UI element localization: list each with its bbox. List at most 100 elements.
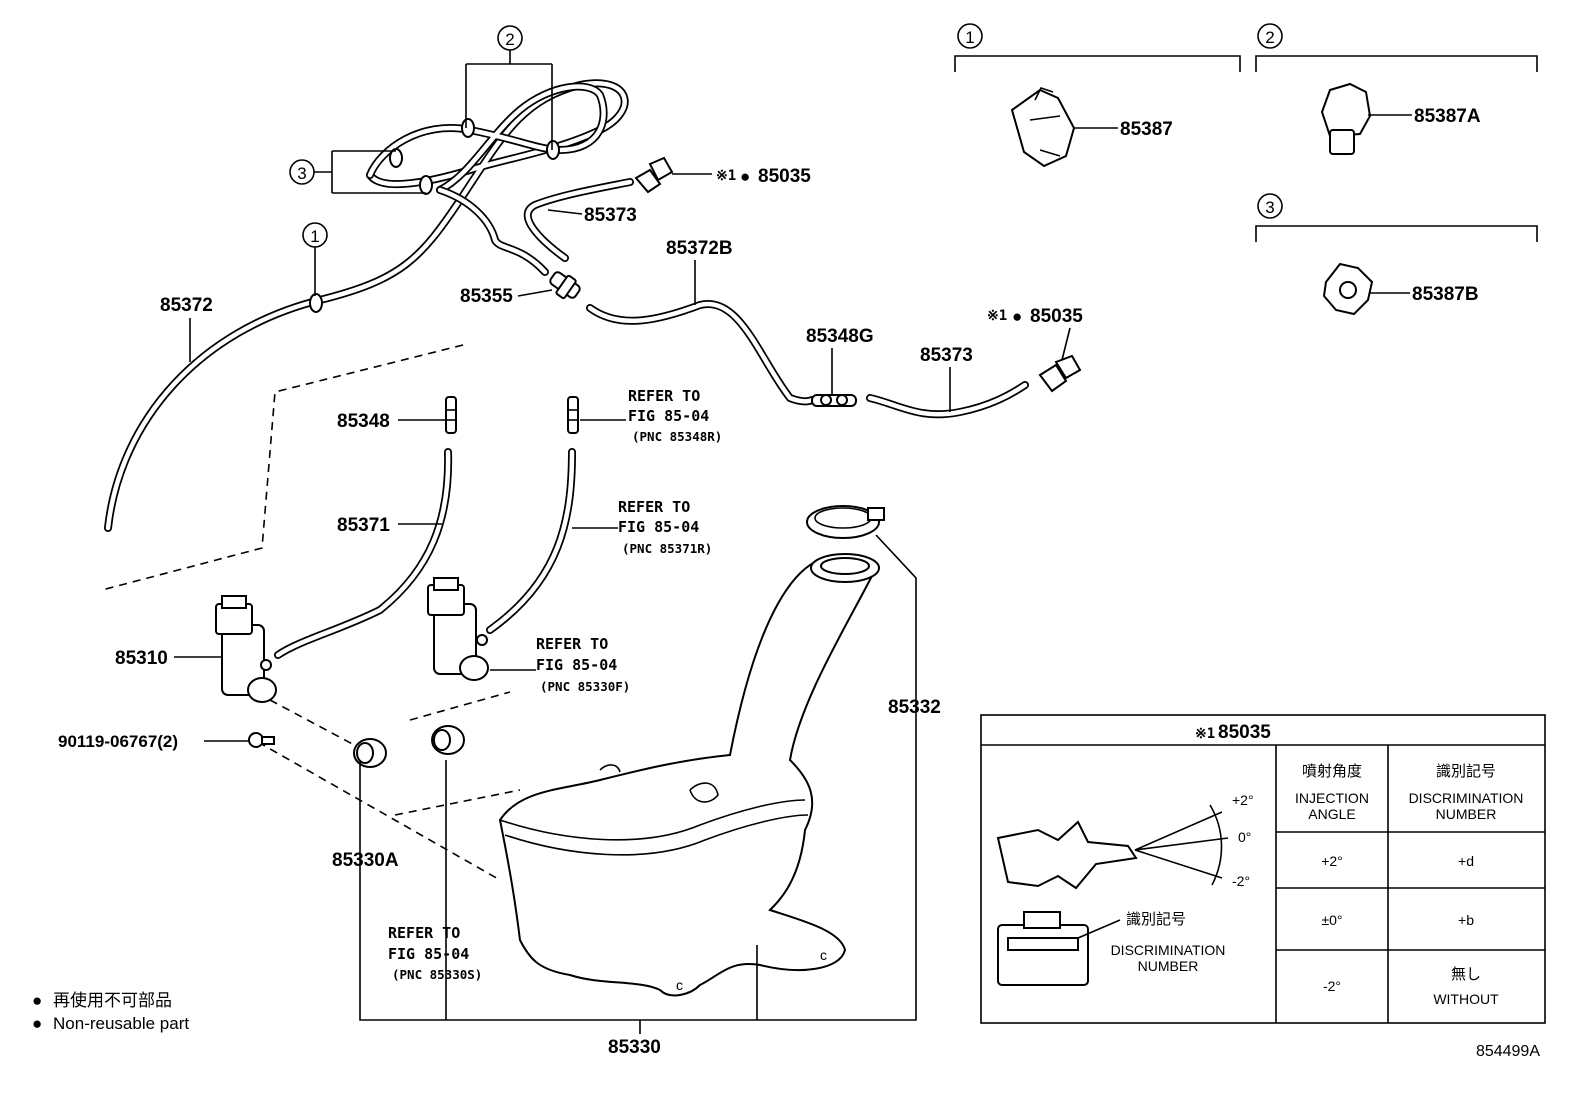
svg-text:噴射角度: 噴射角度: [1302, 762, 1362, 780]
svg-text:※1: ※1: [1195, 726, 1215, 742]
svg-text:NUMBER: NUMBER: [1138, 958, 1199, 974]
svg-text:85373: 85373: [920, 345, 973, 366]
label-85035-top: ※1 ● 85035: [672, 166, 811, 187]
nozzle-85035-top: [634, 156, 674, 194]
bracket-85330: [359, 534, 917, 1034]
svg-text:-2°: -2°: [1323, 978, 1341, 994]
svg-text:無し: 無し: [1451, 965, 1481, 983]
callout-3-top: 3: [289, 150, 426, 194]
label-85355: 85355: [460, 286, 553, 307]
svg-text:DISCRIMINATION: DISCRIMINATION: [1111, 942, 1226, 958]
label-85371: 85371: [337, 515, 442, 536]
reservoir-tank-85330: c c: [498, 553, 880, 997]
legend-dot: ●: [32, 991, 43, 1010]
svg-text:FIG 85-04: FIG 85-04: [618, 518, 699, 536]
svg-text:+b: +b: [1458, 912, 1474, 928]
svg-text:85348G: 85348G: [806, 326, 874, 347]
hose-upper-loop: [366, 82, 608, 276]
pump-85310F: [427, 577, 489, 681]
legend-row-en: ● Non-reusable part: [32, 1014, 189, 1034]
label-85372B: 85372B: [666, 238, 733, 305]
label-85332: 85332: [888, 697, 941, 718]
svg-text:※1: ※1: [716, 168, 736, 184]
legend-text-jp: 再使用不可部品: [53, 991, 173, 1010]
refer-85371R: REFER TO FIG 85-04 (PNC 85371R): [572, 498, 712, 556]
hose-85372: [104, 79, 629, 532]
svg-text:●: ●: [1012, 307, 1022, 326]
svg-text:3: 3: [297, 164, 306, 183]
hose-85373-right: [866, 381, 1029, 419]
hose-85372B: [586, 300, 816, 406]
svg-text:85330: 85330: [608, 1037, 661, 1058]
pump-85310: [215, 595, 277, 703]
cap-85332: [806, 505, 885, 539]
svg-text:●: ●: [740, 167, 750, 186]
refer-85330F: REFER TO FIG 85-04 (PNC 85330F): [490, 635, 630, 694]
nozzle-spray-illustration: +2° 0° -2°: [996, 792, 1254, 890]
grommet-85330A: [353, 738, 387, 768]
svg-text:FIG 85-04: FIG 85-04: [536, 656, 617, 674]
svg-text:-2°: -2°: [1232, 873, 1250, 889]
panel-clamp-2: 2 85387A: [1255, 23, 1538, 155]
svg-text:+d: +d: [1458, 853, 1474, 869]
label-85348G: 85348G: [806, 326, 874, 394]
svg-text:85355: 85355: [460, 286, 513, 307]
check-valve-85348: [445, 396, 457, 434]
label-85372: 85372: [160, 295, 213, 362]
label-85348: 85348: [337, 411, 446, 432]
label-85330A: 85330A: [332, 850, 399, 871]
svg-text:(PNC 85330S): (PNC 85330S): [392, 967, 482, 982]
check-valve-right: [567, 396, 579, 434]
svg-text:2: 2: [505, 30, 514, 49]
svg-text:0°: 0°: [1238, 829, 1251, 845]
svg-text:90119-06767(2): 90119-06767(2): [58, 732, 178, 751]
svg-text:1: 1: [965, 28, 974, 47]
svg-text:85387A: 85387A: [1414, 106, 1481, 127]
svg-text:(PNC 85330F): (PNC 85330F): [540, 679, 630, 694]
svg-text:REFER TO: REFER TO: [618, 498, 690, 516]
svg-text:※1: ※1: [987, 308, 1007, 324]
panel-clamp-3: 3 85387B: [1255, 193, 1538, 316]
svg-text:85348: 85348: [337, 411, 390, 432]
legend-text-en: Non-reusable part: [53, 1014, 190, 1033]
svg-text:±0°: ±0°: [1321, 912, 1342, 928]
grommet-85330S: [431, 725, 465, 755]
connector-85355: [549, 271, 581, 300]
bolt-90119: [248, 732, 275, 748]
nozzle-table: ※1 85035 噴射角度 INJECTION ANGLE 識別記号 DISCR…: [980, 714, 1546, 1024]
refer-85330S: REFER TO FIG 85-04 (PNC 85330S): [388, 924, 482, 982]
connector-85348G: [811, 394, 857, 407]
legend-row-jp: ● 再使用不可部品: [32, 986, 189, 1011]
clamp-markers: [309, 118, 560, 313]
svg-text:INJECTION: INJECTION: [1295, 790, 1369, 806]
nozzle-85035-right: [1038, 354, 1082, 393]
label-90119: 90119-06767(2): [58, 732, 250, 751]
svg-text:識別記号: 識別記号: [1126, 910, 1186, 928]
svg-text:3: 3: [1265, 198, 1274, 217]
svg-text:85035: 85035: [1030, 306, 1083, 327]
panel-clamp-1: 1 85387: [954, 23, 1241, 168]
label-85373-top: 85373: [547, 205, 637, 226]
svg-text:85372: 85372: [160, 295, 213, 316]
svg-text:REFER TO: REFER TO: [388, 924, 460, 942]
svg-text:85310: 85310: [115, 648, 168, 669]
svg-text:+2°: +2°: [1232, 792, 1254, 808]
callout-2-top: 2: [465, 25, 553, 150]
svg-text:DISCRIMINATION: DISCRIMINATION: [1409, 790, 1524, 806]
svg-text:REFER TO: REFER TO: [628, 387, 700, 405]
svg-text:85373: 85373: [584, 205, 637, 226]
svg-text:85372B: 85372B: [666, 238, 733, 259]
label-85310: 85310: [115, 648, 222, 669]
label-85373-right: 85373: [920, 345, 973, 412]
label-85330: 85330: [608, 1037, 661, 1058]
figure-id: 854499A: [1476, 1043, 1540, 1060]
svg-text:2: 2: [1265, 28, 1274, 47]
hose-85373-top: [523, 178, 634, 262]
svg-text:ANGLE: ANGLE: [1308, 806, 1355, 822]
svg-text:85035: 85035: [1218, 722, 1271, 743]
legend-dot: ●: [32, 1014, 43, 1033]
svg-text:85332: 85332: [888, 697, 941, 718]
svg-text:85371: 85371: [337, 515, 390, 536]
svg-text:85387B: 85387B: [1412, 284, 1479, 305]
